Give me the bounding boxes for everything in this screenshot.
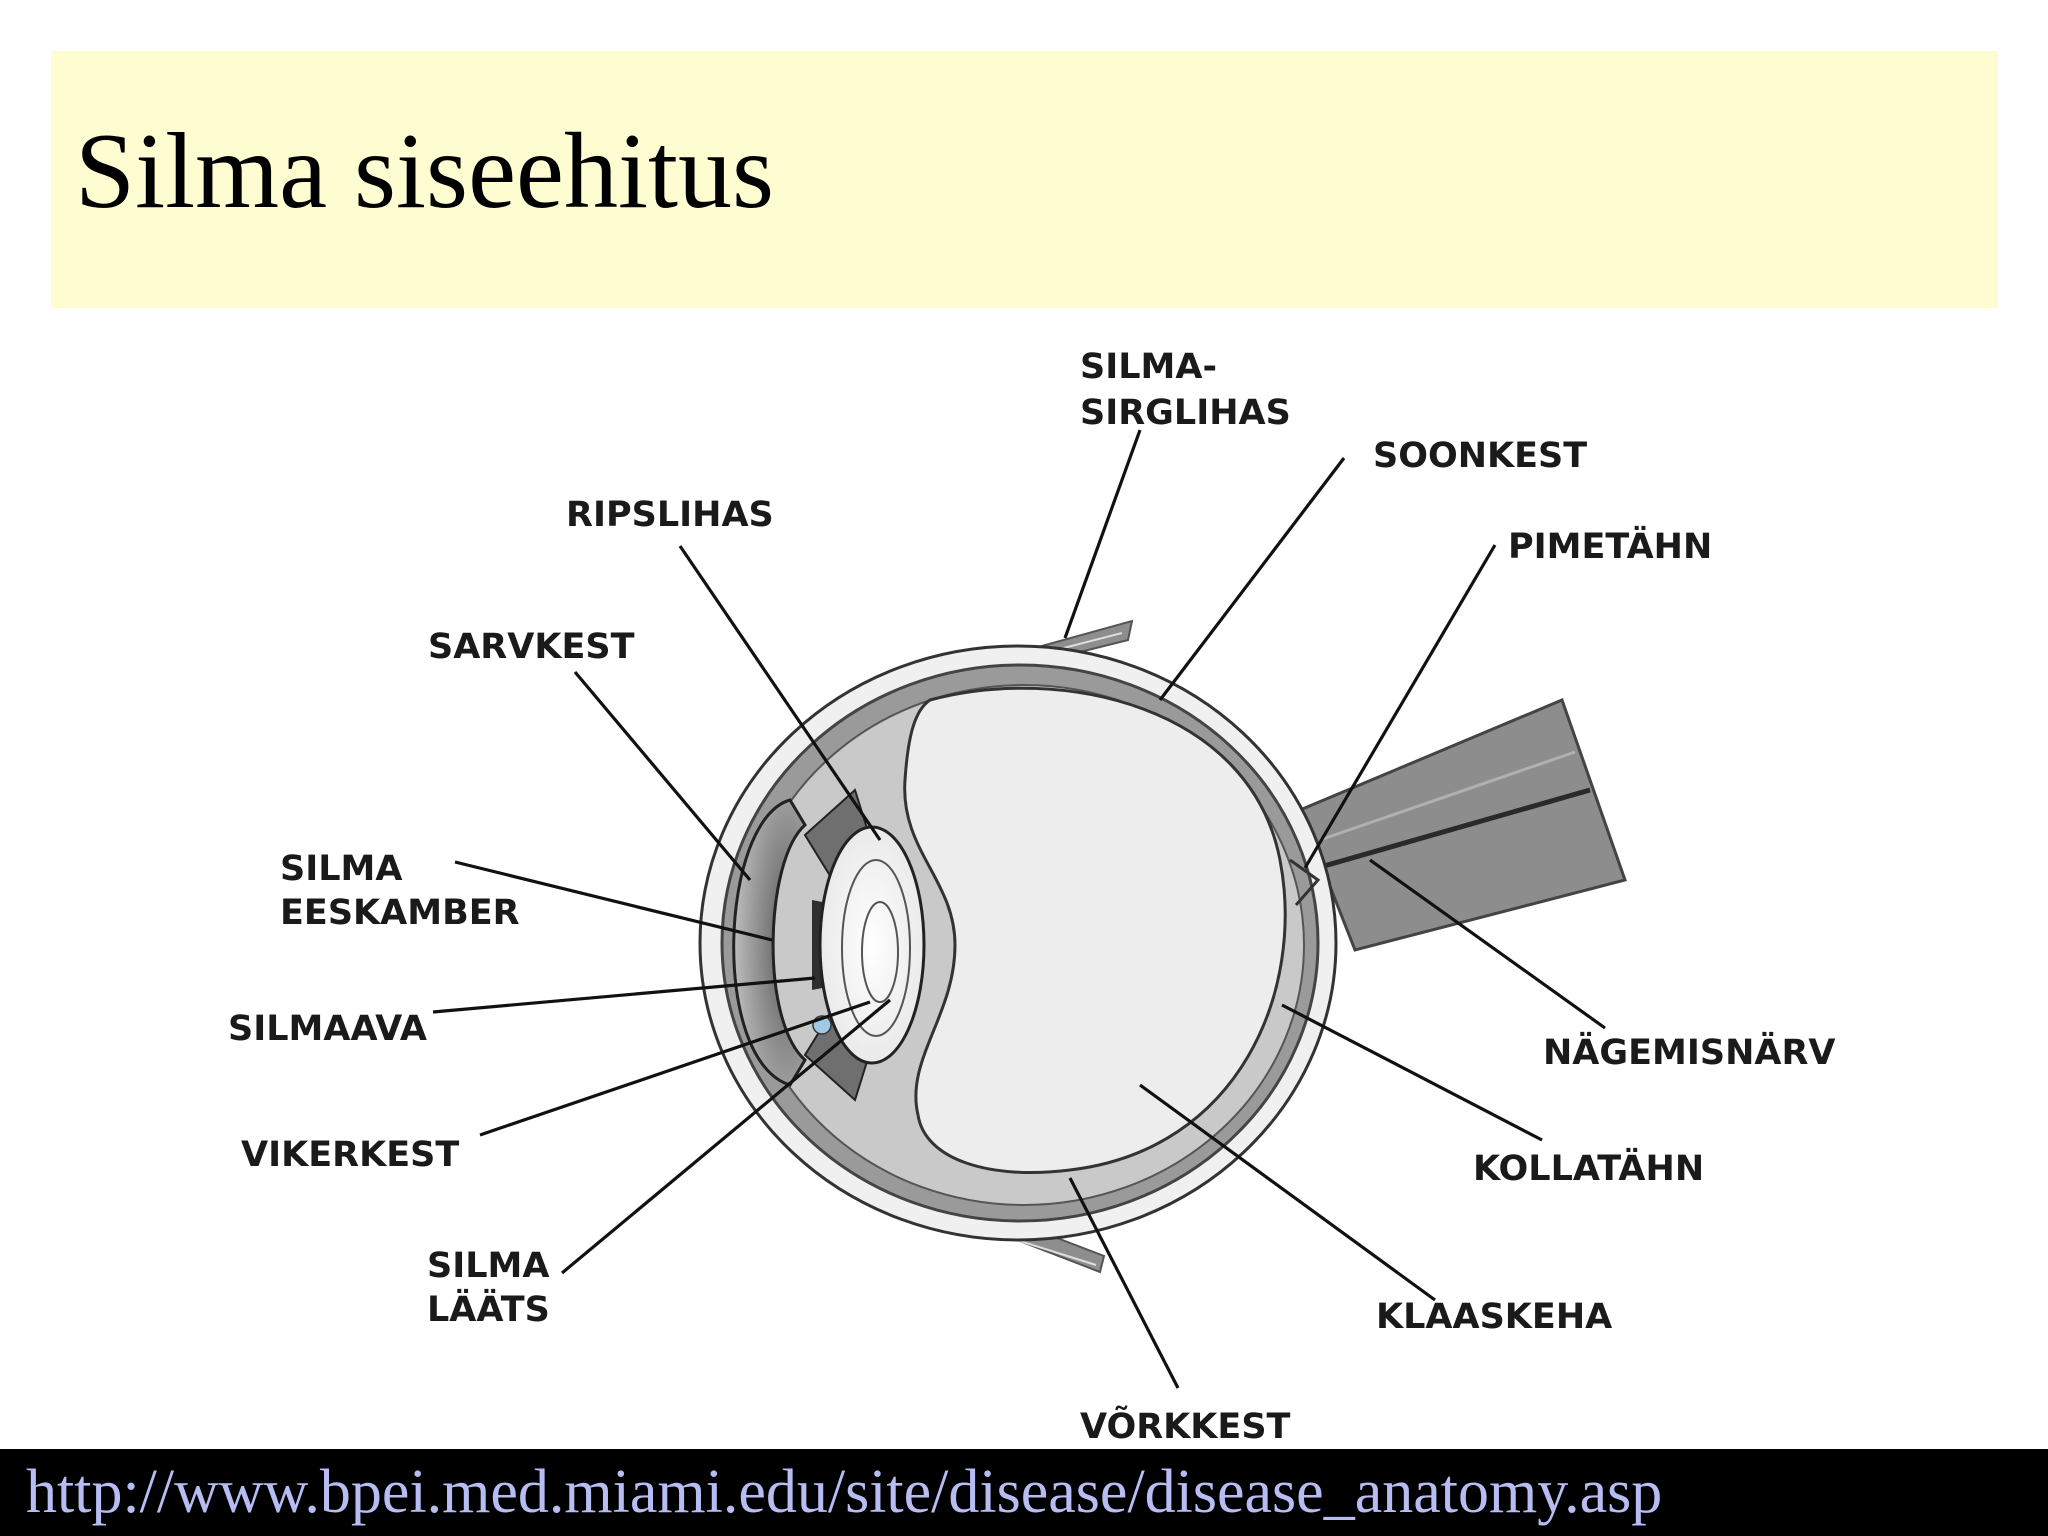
label-silma-sirglihas-line2: SIRGLIHAS [1080, 393, 1291, 433]
leader-lines [432, 429, 1606, 1389]
leader-silma-eeskamber [454, 860, 773, 942]
lens [818, 825, 926, 1065]
label-kollatahn: KOLLATÄHN [1473, 1147, 1704, 1189]
label-silma-eeskamber-line1: SILMA [280, 849, 402, 889]
leader-nagemisnarv [1369, 858, 1606, 1030]
diagram-labels: SILMA- SIRGLIHAS SOONKEST RIPSLIHAS PIME… [228, 347, 1836, 1447]
label-sarvkest: SARVKEST [428, 627, 635, 667]
label-pimetahn: PIMETÄHN [1508, 525, 1712, 567]
leader-silmaava [432, 976, 816, 1014]
footer-bar: http://www.bpei.med.miami.edu/site/disea… [0, 1449, 2048, 1536]
leader-soonkest [1158, 457, 1346, 701]
title-band [51, 51, 1998, 308]
label-soonkest: SOONKEST [1373, 436, 1587, 476]
label-silma-eeskamber-line2: EESKAMBER [280, 893, 520, 933]
leader-ripslihas [678, 545, 882, 841]
leader-silma-sirglihas [1063, 429, 1142, 639]
label-nagemisnarv: NÄGEMISNÄRV [1543, 1031, 1836, 1073]
label-ripslihas: RIPSLIHAS [566, 495, 774, 535]
leader-silma-laats [560, 998, 892, 1275]
label-silma-laats-line1: SILMA [427, 1246, 549, 1286]
leader-vorkkest [1068, 1177, 1180, 1389]
leader-vikerkest [479, 1000, 871, 1137]
leader-sarvkest [573, 670, 752, 882]
leader-kollatahn [1281, 1003, 1543, 1142]
label-vorkkest: VÕRKKEST [1080, 1405, 1291, 1447]
label-vikerkest: VIKERKEST [241, 1135, 459, 1175]
label-silma-laats-line2: LÄÄTS [427, 1288, 550, 1330]
source-url-link[interactable]: http://www.bpei.med.miami.edu/site/disea… [26, 1458, 1663, 1526]
leader-klaaskeha [1139, 1083, 1436, 1302]
leader-pimetahn [1303, 544, 1497, 869]
label-silma-sirglihas-line1: SILMA- [1080, 347, 1217, 387]
label-klaaskeha: KLAASKEHA [1376, 1297, 1612, 1337]
label-silmaava: SILMAAVA [228, 1009, 427, 1049]
slide-title: Silma siseehitus [75, 112, 774, 231]
vitreous-body [903, 686, 1287, 1174]
